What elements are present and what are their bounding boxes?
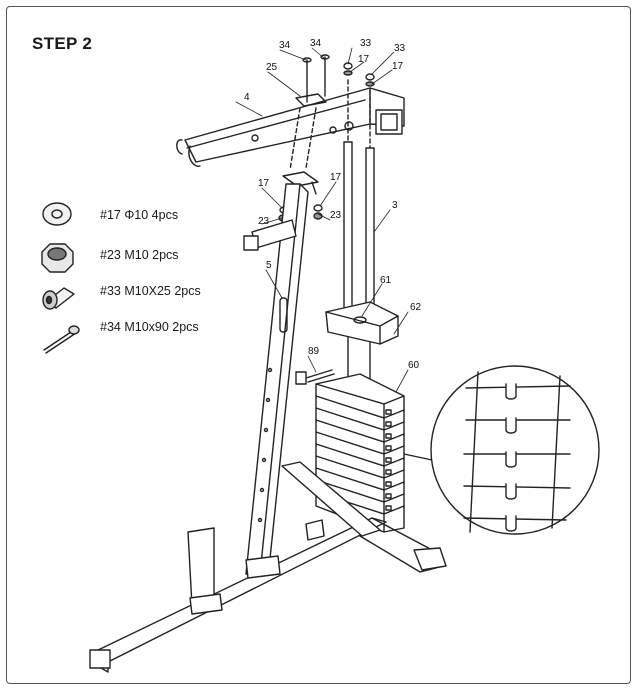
part-washer-label: #17 Φ10 4pcs bbox=[100, 208, 179, 222]
page-border bbox=[6, 6, 631, 684]
washer-icon bbox=[42, 202, 72, 226]
callout-89: 89 bbox=[308, 346, 320, 357]
selector-pin-part-89 bbox=[295, 369, 335, 385]
callout-61: 61 bbox=[380, 275, 392, 286]
part-long-bolt-label: #34 M10x90 2pcs bbox=[100, 320, 199, 334]
callout-labels: 34 34 33 17 33 17 25 4 17 17 23 23 3 5 6… bbox=[244, 38, 422, 371]
callout-17d: 17 bbox=[330, 172, 342, 183]
top-hardware bbox=[302, 54, 375, 103]
assembly-guide-lines bbox=[289, 79, 371, 171]
callout-3: 3 bbox=[392, 200, 398, 211]
callout-4: 4 bbox=[244, 92, 250, 103]
guide-rods-part-3 bbox=[343, 141, 375, 401]
detail-magnifier bbox=[403, 365, 600, 535]
callout-5: 5 bbox=[266, 260, 272, 271]
callout-34a: 34 bbox=[279, 40, 291, 51]
callout-25: 25 bbox=[266, 62, 278, 73]
short-bolt-icon bbox=[42, 287, 75, 310]
base-frame bbox=[89, 461, 447, 673]
callout-60: 60 bbox=[408, 360, 420, 371]
callout-62: 62 bbox=[410, 302, 422, 313]
callout-17c: 17 bbox=[258, 178, 270, 189]
weight-stack-part-60 bbox=[315, 373, 405, 533]
callout-leader-lines bbox=[235, 47, 409, 393]
long-bolt-icon bbox=[43, 325, 80, 354]
callout-23b: 23 bbox=[330, 210, 342, 221]
callout-33b: 33 bbox=[394, 43, 406, 54]
nut-icon bbox=[41, 243, 74, 273]
callout-23a: 23 bbox=[258, 216, 270, 227]
part-nut-label: #23 M10 2pcs bbox=[100, 248, 179, 262]
part-short-bolt-label: #33 M10X25 2pcs bbox=[100, 284, 201, 298]
top-beam-part-4 bbox=[176, 87, 405, 167]
callout-34b: 34 bbox=[310, 38, 322, 49]
callout-33a: 33 bbox=[360, 38, 372, 49]
step-title: STEP 2 bbox=[32, 34, 93, 53]
callout-17b: 17 bbox=[392, 61, 404, 72]
callout-17a: 17 bbox=[358, 54, 370, 65]
top-plate-part-62 bbox=[325, 301, 399, 345]
